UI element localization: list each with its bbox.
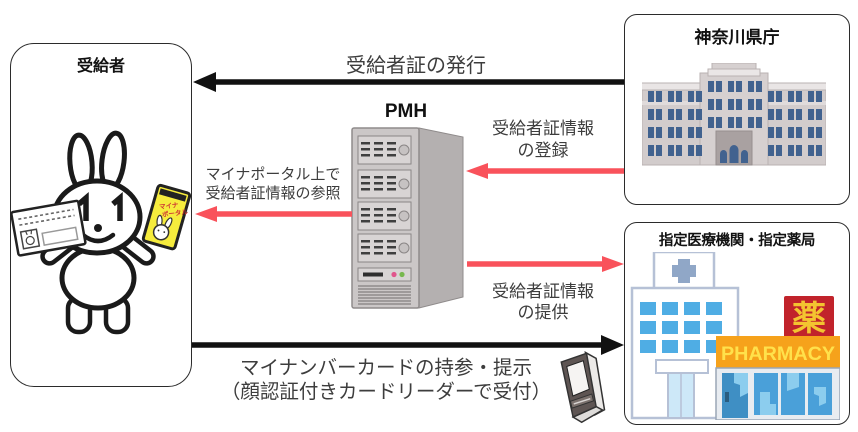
pharmacy-band <box>716 336 840 368</box>
phone-label-line2: ポータル <box>161 207 188 219</box>
pmh-server-icon <box>351 127 464 309</box>
government-windows <box>648 81 822 156</box>
label-registration-line2: の登録 <box>517 141 569 160</box>
kusuri-kanji: 薬 <box>792 300 826 338</box>
arrow-provision <box>467 256 624 272</box>
recipient-title: 受給者 <box>76 58 125 75</box>
medical-title: 指定医療機関・指定薬局 <box>658 233 816 249</box>
pharmacy-icon: 薬 PHARMACY <box>715 296 840 420</box>
server-vents <box>358 285 411 305</box>
pmh-label: PMH <box>384 101 428 122</box>
label-issuance: 受給者証の発行 <box>346 55 486 77</box>
server-control-panel <box>357 267 412 282</box>
rabbit-mascot-icon: マイナ ポータル <box>10 130 192 335</box>
pharmacy-sign-text: PHARMACY <box>721 344 835 365</box>
label-provision: 受給者証情報 の提供 <box>492 281 594 323</box>
label-provision-line1: 受給者証情報 <box>492 282 594 301</box>
label-bring-card: マイナンバーカードの持参・提示 （顔認証付きカードリーダーで受付） <box>221 357 551 404</box>
label-registration: 受給者証情報 の登録 <box>492 118 594 162</box>
prefecture-title: 神奈川県庁 <box>694 28 780 47</box>
hospital-pharmacy-icon: 薬 PHARMACY <box>630 252 840 420</box>
hospital-icon <box>630 252 740 420</box>
kusuri-sign <box>784 296 834 338</box>
mynumber-card-icon <box>10 199 87 257</box>
hospital-windows <box>640 302 722 353</box>
phone-label-line1: マイナ <box>159 201 180 211</box>
label-reference-line2: 受給者証情報の参照 <box>205 184 341 202</box>
server-drive-bays <box>357 135 412 263</box>
rabbit-nose <box>94 224 102 232</box>
arrow-registration <box>466 163 624 179</box>
label-bring-card-line2: （顔認証付きカードリーダーで受付） <box>220 380 552 403</box>
label-bring-card-line1: マイナンバーカードの持参・提示 <box>239 357 533 379</box>
label-provision-line2: の提供 <box>517 303 569 322</box>
label-reference: マイナポータル上で 受給者証情報の参照 <box>205 166 340 203</box>
arrow-reference <box>195 206 352 222</box>
card-reader-icon <box>560 351 606 424</box>
government-building-icon <box>642 63 826 166</box>
mynaportal-phone-icon: マイナ ポータル <box>141 183 192 251</box>
label-registration-line1: 受給者証情報 <box>492 119 594 138</box>
label-reference-line1: マイナポータル上で <box>205 166 341 183</box>
hospital-cross-icon <box>672 259 696 283</box>
